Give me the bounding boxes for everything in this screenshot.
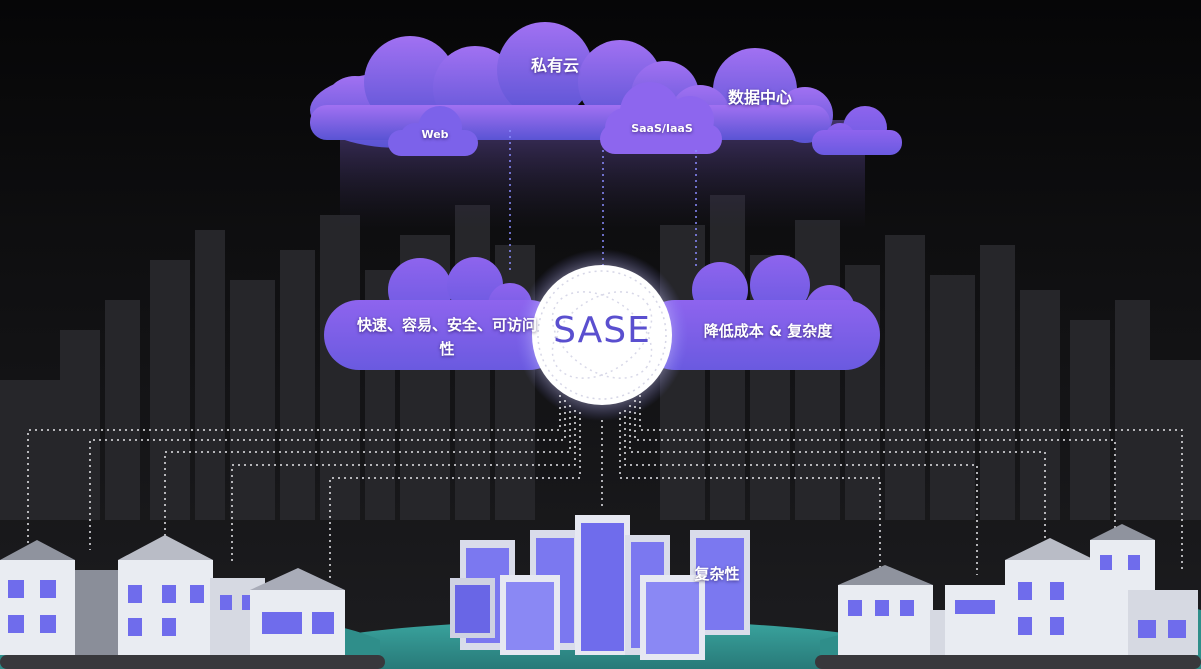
label-web: Web xyxy=(421,128,449,141)
label-right-benefit: 降低成本 & 复杂度 xyxy=(703,322,833,340)
label-left-benefit: 快速、容易、安全、可访问性 xyxy=(356,316,537,358)
cloud-small-right xyxy=(812,106,902,155)
cloud-right-benefit xyxy=(640,255,880,370)
cloud-left-benefit xyxy=(324,257,564,370)
label-complexity: 复杂性 xyxy=(694,565,740,583)
label-private-cloud: 私有云 xyxy=(530,56,579,75)
label-data-center: 数据中心 xyxy=(727,88,792,107)
cloud-links xyxy=(509,130,697,270)
network-links xyxy=(27,395,1183,585)
houses-right xyxy=(838,524,1198,655)
label-sase: SASE xyxy=(553,310,651,351)
office-towers xyxy=(450,515,750,660)
sase-hub xyxy=(516,249,688,421)
houses-left xyxy=(0,535,345,655)
cloud-web xyxy=(388,106,478,156)
city-skyline-silhouette xyxy=(0,195,1201,520)
label-saas-iaas: SaaS/IaaS xyxy=(631,122,693,135)
cloud-saas-iaas xyxy=(600,82,722,154)
